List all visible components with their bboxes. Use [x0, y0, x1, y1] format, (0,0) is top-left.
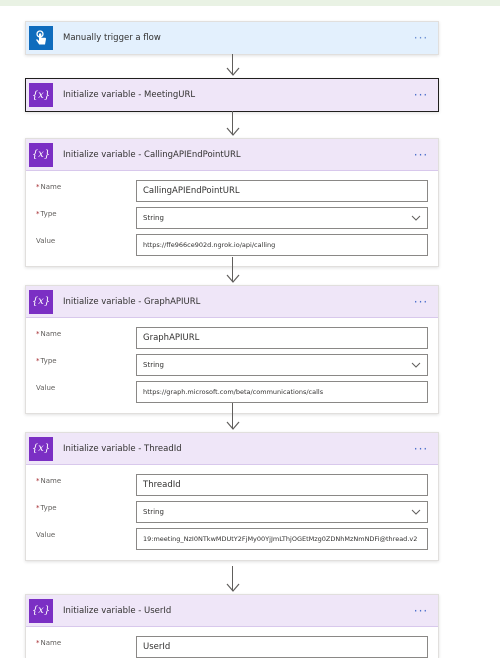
value-field[interactable]: 19:meeting_NzI0NTkwMDUtY2FjMy00YjJmLThjO… — [136, 528, 428, 550]
step-card-body: *Name UserId — [26, 627, 438, 658]
chevron-down-icon — [411, 362, 421, 368]
connector-arrow — [226, 566, 240, 593]
trigger-more-button[interactable]: ··· — [413, 31, 429, 45]
variable-icon: {x} — [29, 289, 53, 314]
step-title: Initialize variable - MeetingURL — [63, 90, 196, 100]
variable-icon: {x} — [29, 83, 53, 107]
name-field[interactable]: GraphAPIURL — [136, 327, 428, 349]
type-label: *Type — [36, 210, 57, 218]
name-label: *Name — [36, 639, 62, 647]
step-card-body: *Name GraphAPIURL *Type String Value htt… — [26, 318, 438, 413]
step-title: Initialize variable - GraphAPIURL — [63, 296, 201, 307]
connector-arrow — [226, 111, 240, 137]
value-label: Value — [36, 531, 56, 539]
step-title: Initialize variable - ThreadId — [63, 443, 182, 454]
step-more-button[interactable]: ··· — [413, 294, 429, 309]
step-card-callingapiendpointurl[interactable]: {x} Initialize variable - CallingAPIEndP… — [25, 138, 439, 267]
value-label: Value — [36, 384, 56, 392]
variable-icon: {x} — [29, 436, 53, 461]
canvas-top-band — [0, 0, 500, 6]
step-card-body: *Name ThreadId *Type String Value 19:mee… — [26, 465, 438, 560]
connector-arrow — [226, 403, 240, 431]
step-card-userid[interactable]: {x} Initialize variable - UserId ··· *Na… — [25, 594, 439, 658]
step-card-header[interactable]: {x} Initialize variable - CallingAPIEndP… — [26, 139, 438, 171]
step-title: Initialize variable - UserId — [63, 605, 172, 616]
connector-arrow — [226, 54, 240, 76]
name-field[interactable]: ThreadId — [136, 474, 428, 496]
type-select[interactable]: String — [136, 501, 428, 523]
name-field[interactable]: CallingAPIEndPointURL — [136, 180, 428, 202]
step-card-meetingurl[interactable]: {x} Initialize variable - MeetingURL ··· — [25, 78, 439, 112]
touch-icon — [29, 26, 53, 50]
step-card-header[interactable]: {x} Initialize variable - UserId ··· — [26, 595, 438, 627]
connector-arrow — [226, 257, 240, 284]
step-more-button[interactable]: ··· — [413, 603, 429, 618]
value-field[interactable]: https://ffe966ce902d.ngrok.io/api/callin… — [136, 234, 428, 256]
type-label: *Type — [36, 504, 57, 512]
value-field[interactable]: https://graph.microsoft.com/beta/communi… — [136, 381, 428, 403]
trigger-card[interactable]: Manually trigger a flow ··· — [25, 21, 439, 55]
name-label: *Name — [36, 330, 62, 338]
variable-icon: {x} — [29, 598, 53, 623]
name-field[interactable]: UserId — [136, 636, 428, 658]
step-more-button[interactable]: ··· — [413, 88, 429, 102]
step-card-header[interactable]: {x} Initialize variable - GraphAPIURL ··… — [26, 286, 438, 318]
chevron-down-icon — [411, 215, 421, 221]
trigger-card-header[interactable]: Manually trigger a flow ··· — [26, 22, 438, 54]
type-select[interactable]: String — [136, 207, 428, 229]
type-select[interactable]: String — [136, 354, 428, 376]
trigger-title: Manually trigger a flow — [63, 33, 161, 43]
step-card-header[interactable]: {x} Initialize variable - ThreadId ··· — [26, 433, 438, 465]
type-label: *Type — [36, 357, 57, 365]
step-card-threadid[interactable]: {x} Initialize variable - ThreadId ··· *… — [25, 432, 439, 561]
name-label: *Name — [36, 477, 62, 485]
step-card-graphapiurl[interactable]: {x} Initialize variable - GraphAPIURL ··… — [25, 285, 439, 414]
step-card-header[interactable]: {x} Initialize variable - MeetingURL ··· — [26, 79, 438, 111]
value-label: Value — [36, 237, 56, 245]
variable-icon: {x} — [29, 142, 53, 167]
step-card-body: *Name CallingAPIEndPointURL *Type String… — [26, 171, 438, 266]
step-title: Initialize variable - CallingAPIEndPoint… — [63, 149, 241, 160]
chevron-down-icon — [411, 509, 421, 515]
step-more-button[interactable]: ··· — [413, 441, 429, 456]
name-label: *Name — [36, 183, 62, 191]
step-more-button[interactable]: ··· — [413, 147, 429, 162]
